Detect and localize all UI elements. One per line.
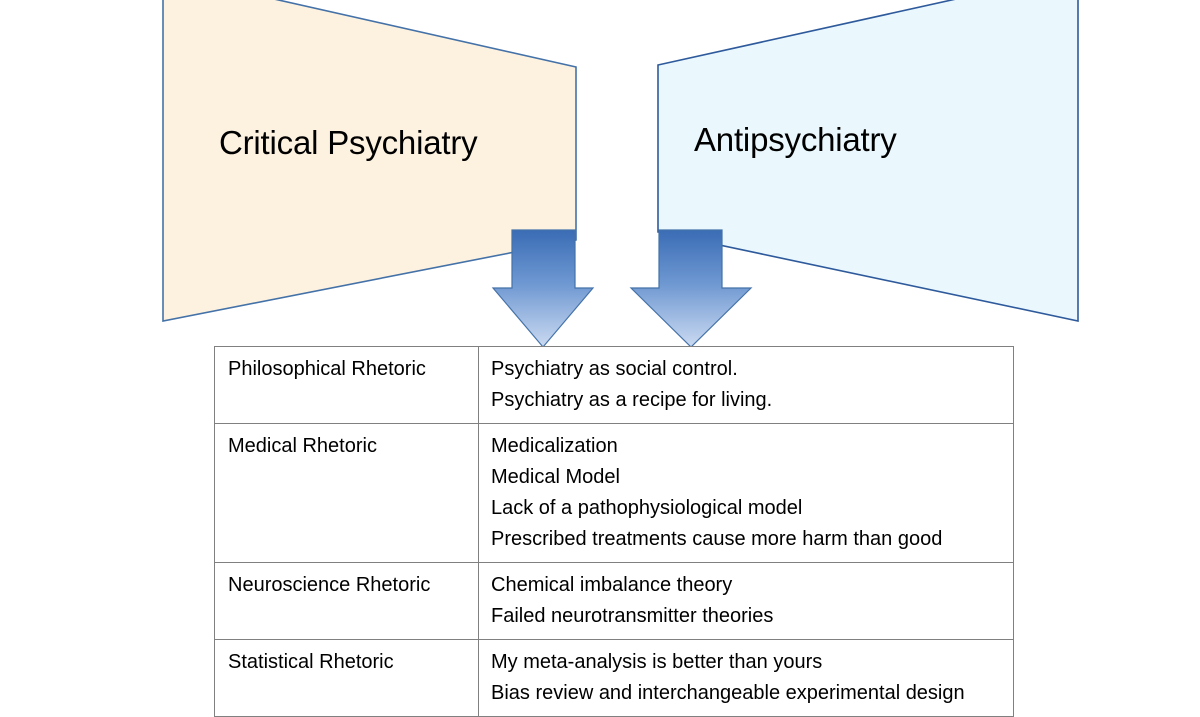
list-item: Medicalization bbox=[491, 435, 618, 457]
shape-label-antipsychiatry: Antipsychiatry bbox=[694, 121, 897, 158]
shape-label-critical-psychiatry: Critical Psychiatry bbox=[219, 124, 478, 161]
table-cell-items: Medicalization Medical Model Lack of a p… bbox=[478, 423, 1014, 563]
table-cell-category: Statistical Rhetoric bbox=[214, 639, 479, 717]
table-cell-items: Chemical imbalance theory Failed neurotr… bbox=[478, 562, 1014, 640]
table-row: Neuroscience Rhetoric Chemical imbalance… bbox=[214, 562, 1014, 640]
list-item: Chemical imbalance theory bbox=[491, 574, 733, 596]
list-item: Bias review and interchangeable experime… bbox=[491, 682, 965, 704]
table-row: Medical Rhetoric Medicalization Medical … bbox=[214, 423, 1014, 563]
shape-critical-psychiatry[interactable] bbox=[162, 0, 577, 322]
list-item: Lack of a pathophysiological model bbox=[491, 497, 803, 519]
rhetoric-table: Philosophical Rhetoric Psychiatry as soc… bbox=[214, 346, 1014, 717]
diagram-canvas: Critical Psychiatry Antipsychiatry Philo… bbox=[162, 0, 1079, 717]
table-row: Philosophical Rhetoric Psychiatry as soc… bbox=[214, 346, 1014, 424]
list-item: Failed neurotransmitter theories bbox=[491, 605, 774, 627]
list-item: Psychiatry as a recipe for living. bbox=[491, 389, 773, 411]
table-cell-items: Psychiatry as social control. Psychiatry… bbox=[478, 346, 1014, 424]
table-row: Statistical Rhetoric My meta-analysis is… bbox=[214, 639, 1014, 717]
shape-antipsychiatry[interactable] bbox=[657, 0, 1079, 322]
table-cell-category: Medical Rhetoric bbox=[214, 423, 479, 563]
arrow-right-down-icon bbox=[629, 229, 753, 348]
list-item: Prescribed treatments cause more harm th… bbox=[491, 528, 943, 550]
table-cell-category: Philosophical Rhetoric bbox=[214, 346, 479, 424]
list-item: My meta-analysis is better than yours bbox=[491, 651, 823, 673]
table-cell-items: My meta-analysis is better than yours Bi… bbox=[478, 639, 1014, 717]
list-item: Medical Model bbox=[491, 466, 620, 488]
arrow-left-down-icon bbox=[491, 229, 595, 348]
shapes-layer bbox=[162, 0, 1079, 348]
table-cell-category: Neuroscience Rhetoric bbox=[214, 562, 479, 640]
list-item: Psychiatry as social control. bbox=[491, 358, 738, 380]
